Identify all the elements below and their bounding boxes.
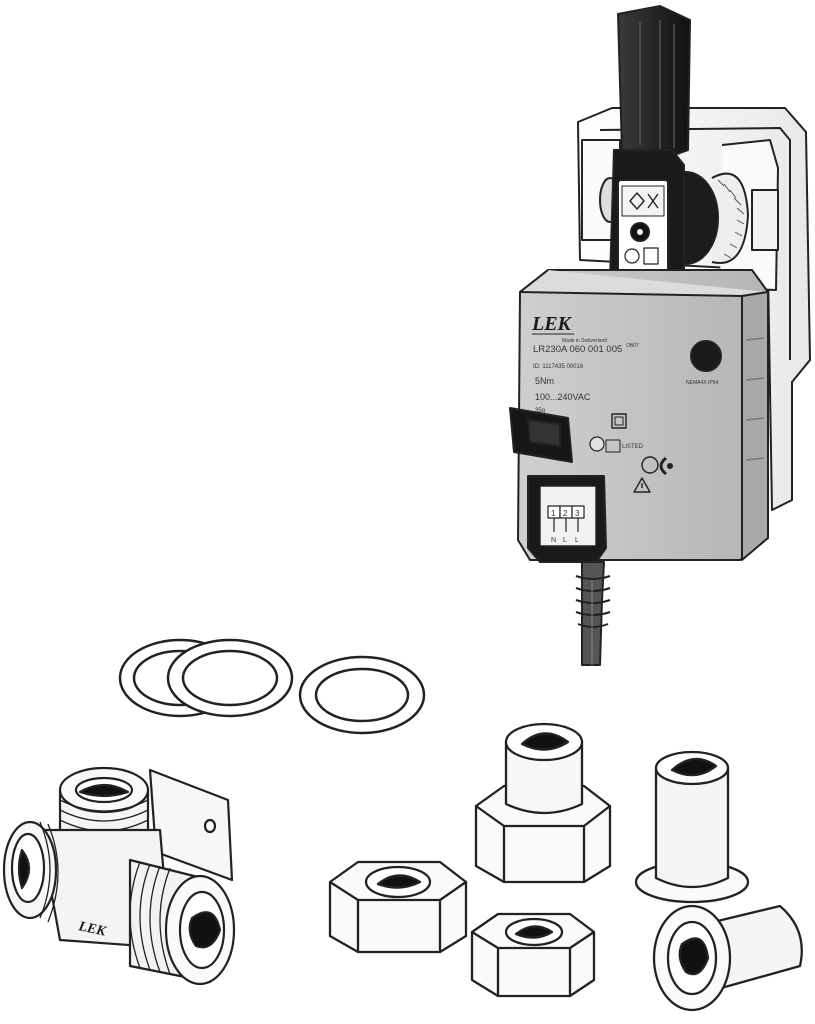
- weight-text: 35g: [535, 408, 545, 414]
- tube-nut-with-insert: [474, 722, 612, 884]
- hex-nut-left: [328, 860, 468, 954]
- terminal-2: 2: [563, 509, 568, 518]
- sleeve-lying: [652, 904, 803, 1012]
- brand-logo: LEK: [531, 313, 573, 335]
- actuator: [509, 5, 811, 666]
- id-text: ID: 1117435 00016: [533, 364, 584, 370]
- washer-3: [298, 655, 426, 735]
- valve-body: [2, 766, 236, 986]
- enclosure-text: NEMA4X IP54: [686, 380, 718, 386]
- connector-label-n: N: [551, 537, 556, 544]
- model-number: LR230A 060 001 005: [533, 344, 622, 355]
- code-text: OB07: [626, 343, 639, 349]
- torque-text: 5Nm: [535, 376, 554, 386]
- actuator-label-area: LEK Made in Switzerland LR230A 060 001 0…: [531, 313, 718, 544]
- listed-text: LISTED: [622, 444, 644, 450]
- washer-2: [166, 638, 294, 718]
- voltage-text: 100...240VAC: [535, 392, 591, 402]
- hex-nuts: [328, 722, 612, 998]
- connector-label-l2: L: [575, 537, 579, 544]
- made-in-text: Made in Switzerland: [562, 338, 607, 344]
- hex-nut-right: [470, 912, 596, 998]
- terminal-1: 1: [551, 509, 556, 518]
- connector-label-l1: L: [563, 537, 567, 544]
- valve-brand-logo: LEK: [76, 919, 108, 940]
- pipe-sleeves: [634, 750, 803, 1012]
- sleeve-upright: [634, 750, 750, 904]
- sealing-washers: [118, 638, 426, 735]
- terminal-3: 3: [575, 509, 580, 518]
